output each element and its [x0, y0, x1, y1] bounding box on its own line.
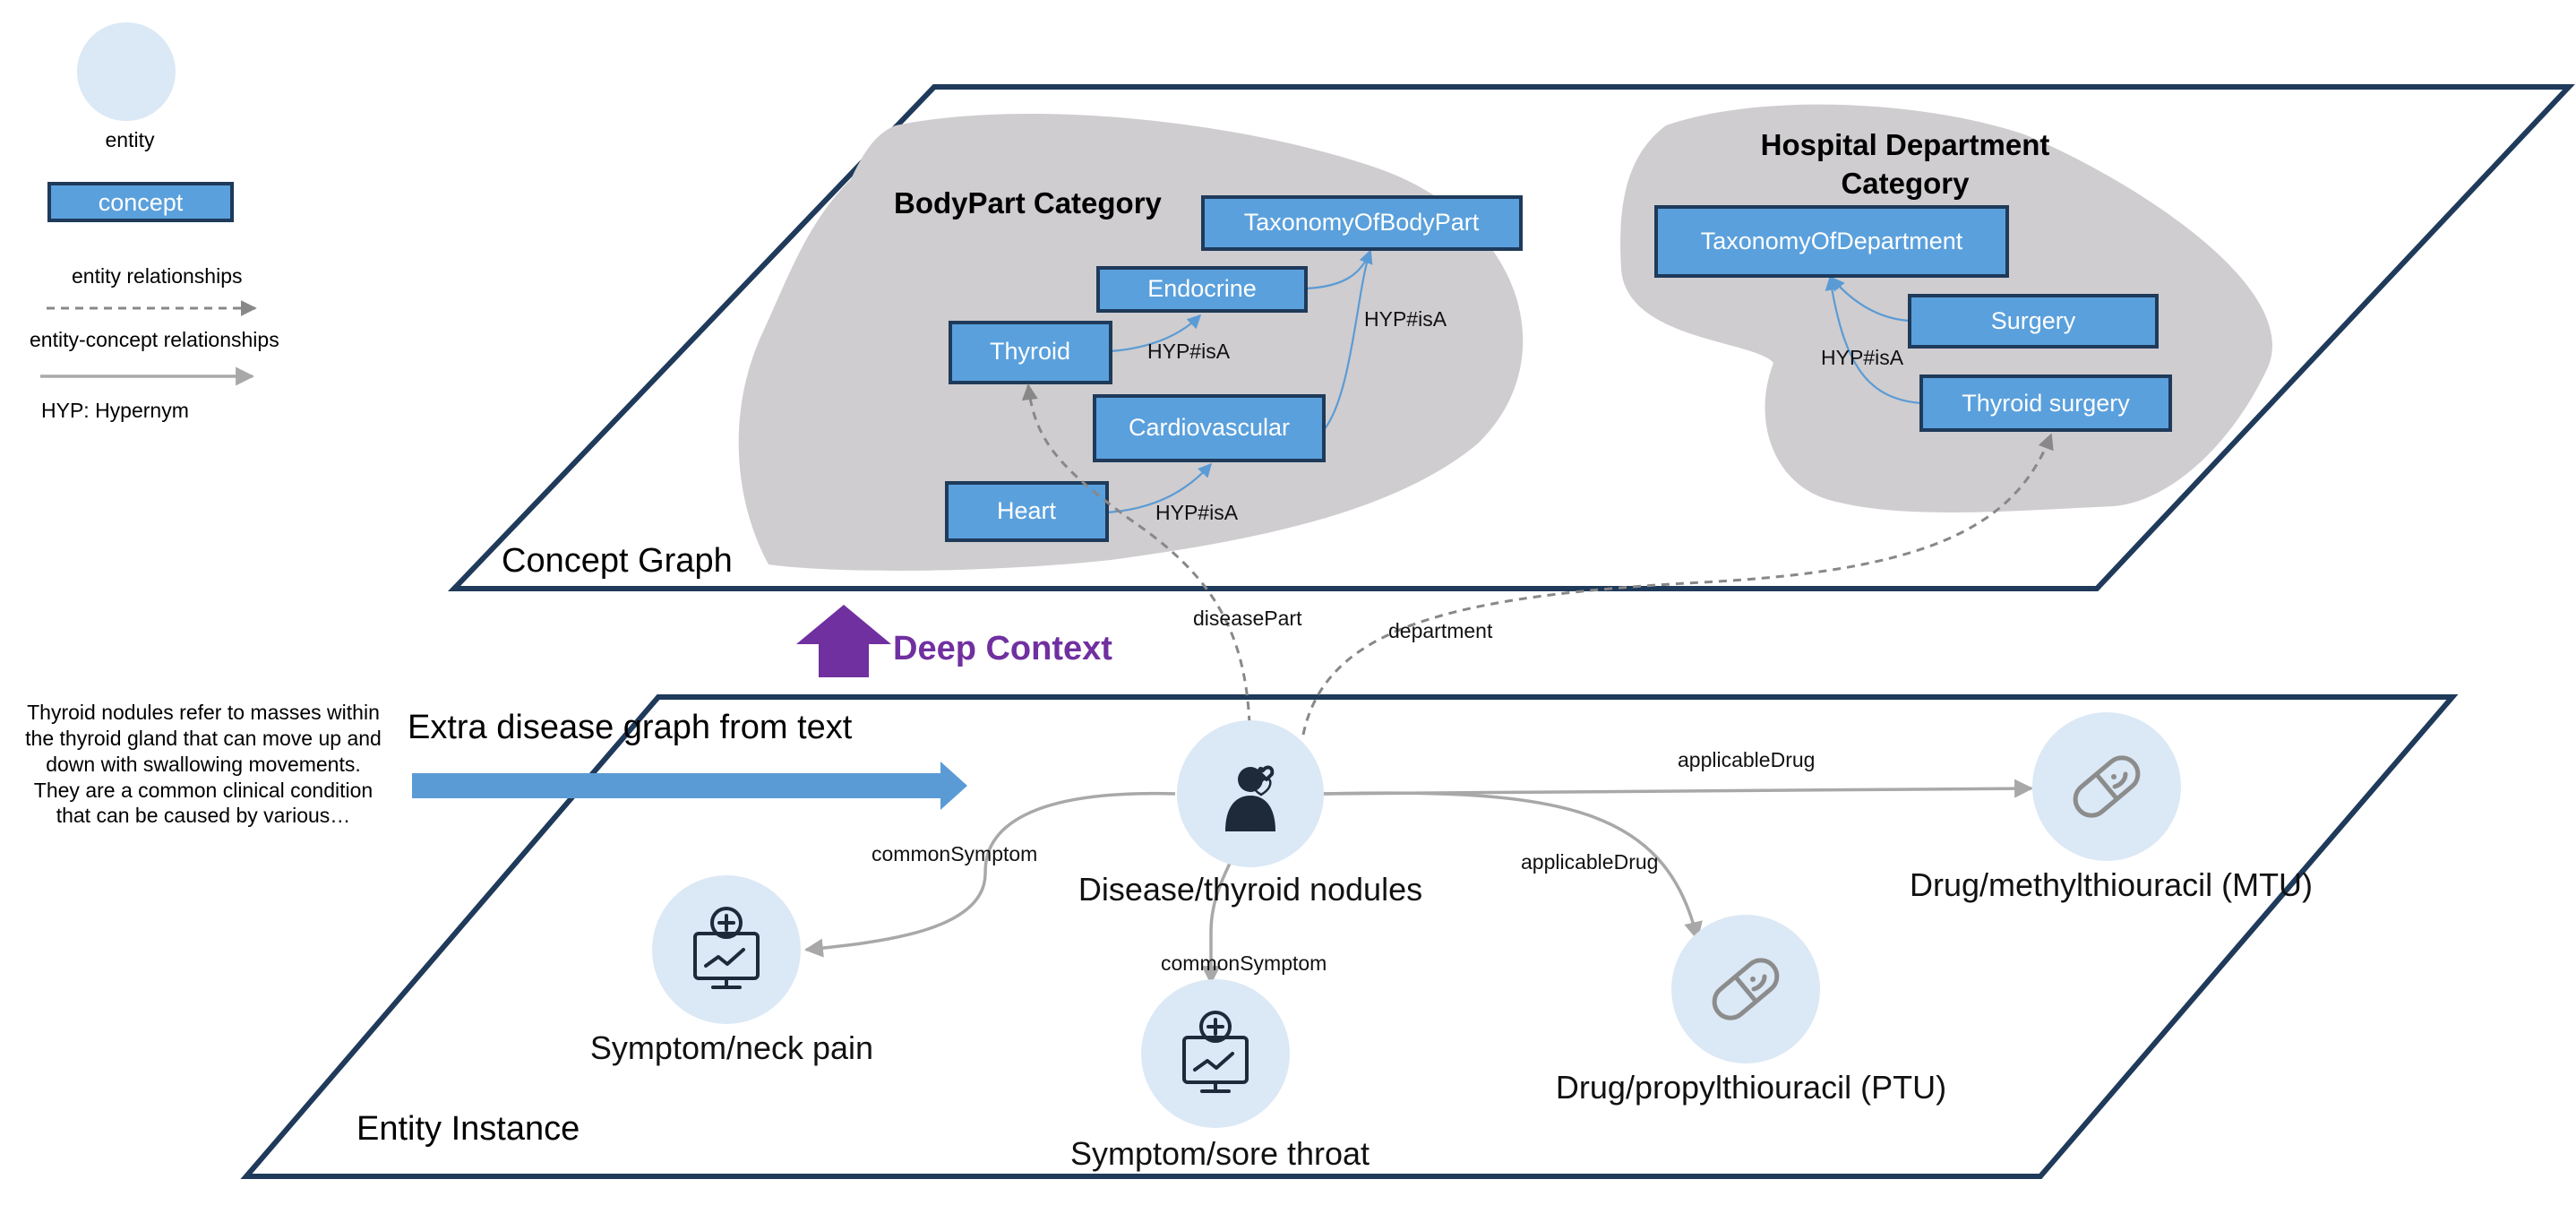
pill-icon [2073, 755, 2141, 818]
concept-thyroid-surgery-box [1919, 374, 2172, 432]
medical-monitor-icon [693, 907, 760, 989]
applicable-drug-mtu-edge [1323, 779, 2034, 798]
source-text-line-2: the thyroid gland that can move up and [25, 727, 382, 750]
legend-hyp-note: HYP: Hypernym [41, 399, 189, 422]
source-text-line-3: down with swallowing movements. [46, 753, 361, 776]
source-text-line-4: They are a common clinical condition [34, 779, 373, 802]
concept-plane-border [447, 84, 2575, 591]
department-label: department [1388, 619, 1493, 642]
entity-plane-border [240, 694, 2459, 1179]
entity-drug-ptu: Drug/propylthiouracil (PTU) [1556, 915, 1946, 1106]
endocrine-taxonomy-hyp-label: HYP#isA [1364, 307, 1447, 331]
concept-graph-plane: BodyPart Category HYP#isA HYP#isA HYP#is… [447, 84, 2575, 591]
department-category-title-line2: Category [1841, 167, 1970, 200]
common-symptom-throat-label: commonSymptom [1161, 951, 1327, 975]
concept-taxonomy-of-department-label: TaxonomyOfDepartment [1701, 228, 1963, 254]
legend: entity concept entity relationships enti… [30, 22, 279, 422]
concept-cardiovascular-box [1093, 394, 1326, 462]
thyroid-surgery-to-taxonomy-arrow [1825, 276, 1922, 405]
common-symptom-neck-label: commonSymptom [872, 842, 1037, 865]
entity-drug-mtu-label: Drug/methylthiouracil (MTU) [1910, 866, 2313, 903]
concept-surgery-box [1908, 294, 2159, 349]
concept-thyroid: Thyroid [949, 321, 1112, 384]
thyroid-to-endocrine-arrow [1110, 314, 1202, 353]
patient-icon [1225, 765, 1275, 831]
extraction-arrow [412, 762, 967, 810]
legend-entity-label: entity [106, 128, 155, 151]
legend-concept-swatch [47, 182, 234, 222]
source-text-line-1: Thyroid nodules refer to masses within [27, 701, 380, 724]
concept-taxonomy-of-bodypart-label: TaxonomyOfBodyPart [1244, 209, 1480, 236]
disease-part-label: diseasePart [1193, 607, 1302, 630]
concept-cardiovascular: Cardiovascular [1093, 394, 1326, 462]
pill-icon [1712, 958, 1780, 1020]
concept-taxonomy-of-department: TaxonomyOfDepartment [1654, 205, 2009, 278]
concept-taxonomy-of-department-box [1654, 205, 2009, 278]
concept-thyroid-box [949, 321, 1112, 384]
concept-endocrine: Endocrine [1096, 266, 1308, 313]
legend-entity-concept-relationships-label: entity-concept relationships [30, 328, 279, 351]
extraction-label: Extra disease graph from text [408, 709, 853, 746]
concept-endocrine-box [1096, 266, 1308, 313]
entity-symptom-sore-throat: Symptom/sore throat [1070, 979, 1370, 1172]
legend-entity-swatch [77, 22, 176, 121]
entity-symptom-neck-label: Symptom/neck pain [590, 1029, 873, 1066]
concept-taxonomy-of-bodypart-box [1201, 195, 1523, 251]
surgery-to-taxonomy-arrow [1831, 276, 1911, 323]
entity-symptom-throat-label: Symptom/sore throat [1070, 1135, 1370, 1172]
deep-context-label: Deep Context [893, 630, 1112, 667]
concept-heart: Heart [945, 481, 1109, 542]
entity-disease-label: Disease/thyroid nodules [1078, 871, 1422, 908]
concept-thyroid-label: Thyroid [990, 338, 1070, 365]
legend-concept-label: concept [99, 189, 184, 216]
bodypart-category-blob [738, 114, 1524, 571]
bodypart-category-title: BodyPart Category [894, 186, 1163, 220]
entity-symptom-neck-pain: Symptom/neck pain [590, 875, 873, 1066]
thyroid-endocrine-hyp-label: HYP#isA [1147, 340, 1231, 363]
heart-cardiovascular-hyp-label: HYP#isA [1155, 501, 1239, 524]
concept-thyroid-surgery: Thyroid surgery [1919, 374, 2172, 432]
legend-entity-relationships-label: entity relationships [72, 264, 243, 288]
deep-context-up-arrow [796, 605, 891, 677]
department-hyp-label: HYP#isA [1821, 346, 1904, 369]
deep-context-indicator: Deep Context [796, 605, 1112, 677]
entity-symptom-neck-circle [652, 875, 801, 1024]
concept-surgery: Surgery [1908, 294, 2159, 349]
entity-symptom-throat-circle [1141, 979, 1290, 1128]
source-text-line-5: that can be caused by various… [56, 804, 351, 827]
concept-heart-label: Heart [997, 497, 1057, 524]
applicable-drug-mtu-label: applicableDrug [1678, 748, 1815, 771]
medical-monitor-icon [1182, 1011, 1249, 1093]
concept-heart-box [945, 481, 1109, 542]
entity-disease-circle [1177, 720, 1324, 867]
entity-instance-title: Entity Instance [356, 1110, 580, 1148]
entity-drug-ptu-label: Drug/propylthiouracil (PTU) [1556, 1069, 1946, 1106]
concept-endocrine-label: Endocrine [1147, 275, 1257, 302]
concept-cardiovascular-label: Cardiovascular [1129, 414, 1290, 441]
department-category-title-line1: Hospital Department [1761, 128, 2050, 161]
department-arrow [1301, 433, 2054, 736]
heart-to-cardiovascular-arrow [1106, 462, 1213, 514]
applicable-drug-ptu-label: applicableDrug [1521, 850, 1658, 874]
common-symptom-neck-edge [803, 791, 1176, 958]
entity-instance-plane: diseasePart department Thyroid nodules r… [25, 383, 2459, 1179]
entity-drug-mtu: Drug/methylthiouracil (MTU) [1910, 712, 2313, 903]
concept-taxonomy-of-bodypart: TaxonomyOfBodyPart [1201, 195, 1523, 251]
concept-surgery-label: Surgery [1991, 307, 2076, 334]
concept-graph-title: Concept Graph [502, 542, 733, 580]
concept-thyroid-surgery-label: Thyroid surgery [1962, 390, 2130, 417]
cardiovascular-to-taxonomy-arrow [1323, 249, 1373, 431]
entity-disease: Disease/thyroid nodules [1078, 720, 1422, 908]
disease-part-arrow [1021, 383, 1251, 725]
